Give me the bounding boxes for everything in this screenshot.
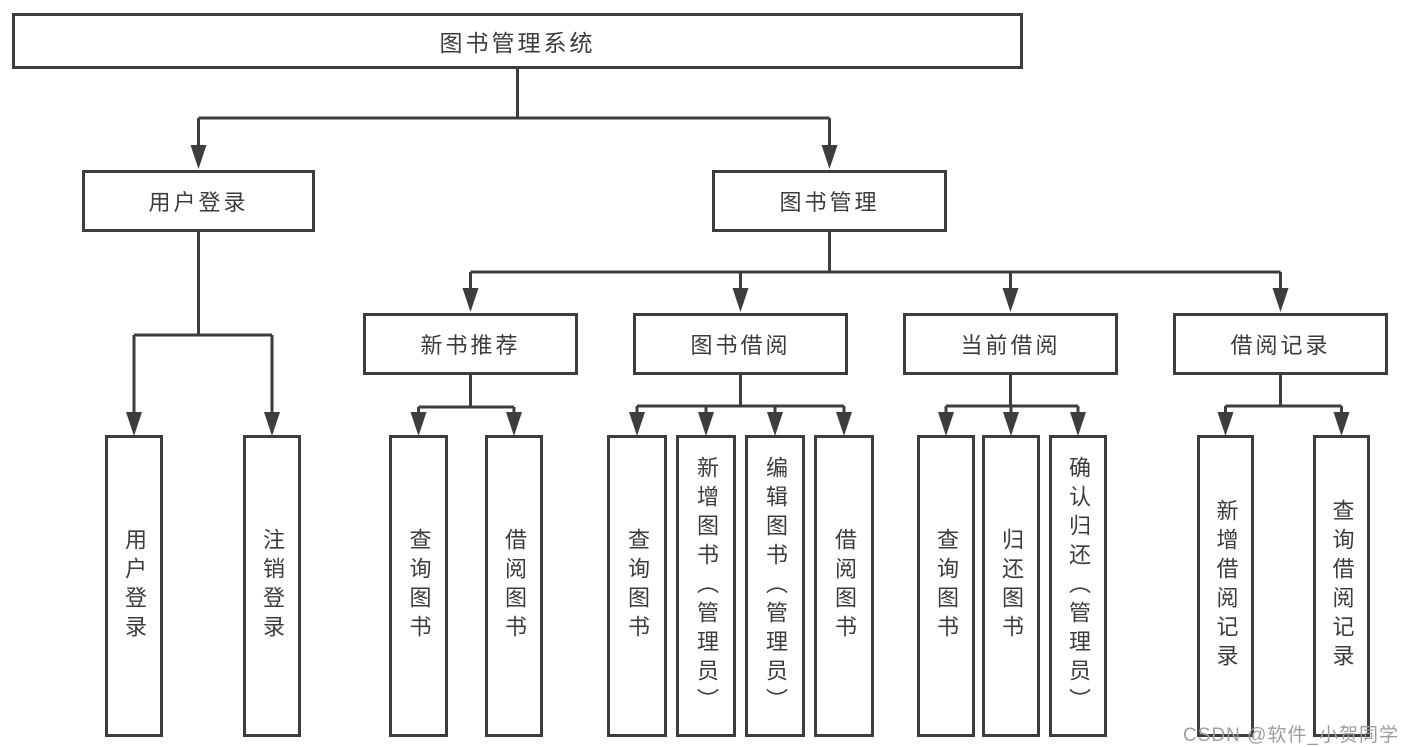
node-label: 当前借阅 [960, 333, 1061, 358]
node-query-books-current: 查询图书 [917, 435, 975, 737]
node-label: 借阅图书 [502, 528, 527, 644]
csdn-watermark: CSDN @软件_小贺同学 [1183, 725, 1399, 746]
node-label: 图书管理 [779, 190, 880, 215]
node-label: 用户登录 [122, 528, 147, 644]
node-borrowing-records: 借阅记录 [1173, 313, 1388, 375]
node-logout-action: 注销登录 [243, 435, 301, 737]
node-return-books: 归还图书 [982, 435, 1040, 737]
node-label: 新书推荐 [420, 333, 521, 358]
node-label: 新增借阅记录 [1213, 499, 1239, 673]
node-label: 借阅图书 [832, 528, 857, 644]
node-label: 注销登录 [260, 528, 285, 644]
node-label: 查询图书 [934, 528, 959, 644]
node-user-login-module: 用户登录 [82, 170, 315, 232]
node-label: 查询图书 [625, 528, 650, 644]
node-borrow-books-action: 借阅图书 [814, 435, 874, 737]
node-label: 用户登录 [148, 190, 249, 215]
node-add-borrow-record: 新增借阅记录 [1197, 435, 1254, 737]
node-label: 查询图书 [406, 528, 432, 644]
node-query-books-recommend: 查询图书 [389, 435, 448, 737]
node-book-management-module: 图书管理 [712, 170, 947, 232]
node-add-book-admin: 新增图书（管理员） [676, 435, 736, 737]
node-label: 图书管理系统 [439, 30, 596, 56]
node-edit-book-admin: 编辑图书（管理员） [745, 435, 805, 737]
node-query-borrow-record: 查询借阅记录 [1313, 435, 1370, 737]
node-user-login-action: 用户登录 [105, 435, 163, 737]
node-confirm-return-admin: 确认归还（管理员） [1049, 435, 1107, 737]
node-query-books-borrow: 查询图书 [607, 435, 667, 737]
node-book-borrowing: 图书借阅 [633, 313, 848, 375]
node-label: 查询借阅记录 [1329, 499, 1355, 673]
node-label: 编辑图书（管理员） [763, 455, 788, 717]
node-new-book-recommendation: 新书推荐 [363, 313, 578, 375]
node-label: 确认归还（管理员） [1066, 455, 1091, 717]
node-current-borrowing: 当前借阅 [903, 313, 1118, 375]
node-library-management-system: 图书管理系统 [12, 13, 1023, 69]
node-borrow-books-recommend: 借阅图书 [485, 435, 543, 737]
node-label: 归还图书 [999, 528, 1024, 644]
node-label: 借阅记录 [1230, 333, 1331, 358]
node-label: 新增图书（管理员） [694, 455, 719, 717]
node-label: 图书借阅 [690, 333, 791, 358]
